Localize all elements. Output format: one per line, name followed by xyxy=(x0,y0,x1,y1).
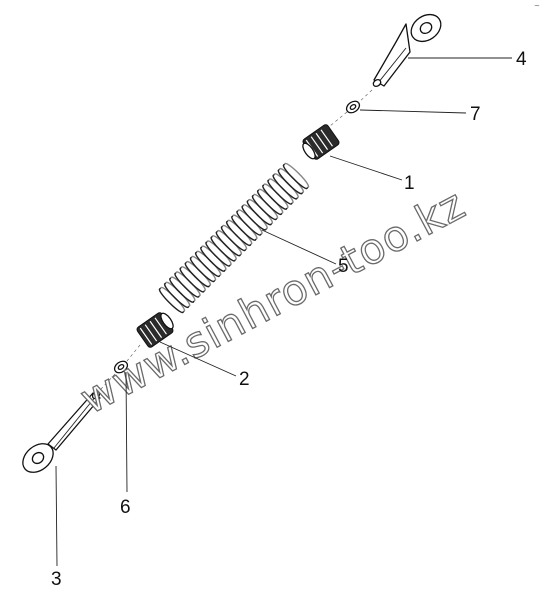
callout-5: 5 xyxy=(338,256,349,277)
corner-mark: ~ xyxy=(534,2,540,10)
spring-coil xyxy=(282,163,309,190)
callout-4: 4 xyxy=(516,49,527,70)
spring-coil-back xyxy=(283,162,310,189)
spring-coil xyxy=(158,287,185,314)
spring-coil-back xyxy=(273,173,299,199)
callout-2: 2 xyxy=(239,369,250,390)
upper-rod-end xyxy=(372,13,442,88)
callout-labels: 4 7 1 5 2 6 3 xyxy=(51,49,527,590)
spring-coil-back xyxy=(159,286,186,313)
spring-coil-back xyxy=(242,204,268,230)
spring-coil-back xyxy=(227,219,253,245)
spring xyxy=(158,162,310,314)
spring-coil-back xyxy=(247,198,274,225)
callout-1: 1 xyxy=(404,173,415,194)
spring-coil-back xyxy=(170,276,196,302)
spring-coil-back xyxy=(211,235,237,261)
upper-bushing xyxy=(302,124,340,160)
leader-lines xyxy=(55,57,512,567)
spring-coil-back xyxy=(196,250,222,276)
callout-6: 6 xyxy=(120,497,131,518)
spring-coil-back xyxy=(165,281,191,307)
spring-coil-back xyxy=(278,167,305,194)
spring-coil-back xyxy=(258,188,284,214)
callout-3: 3 xyxy=(51,569,62,590)
leader-5 xyxy=(261,229,337,265)
spring-coil-back xyxy=(206,240,232,266)
spring-coil-back xyxy=(237,209,263,235)
watermark: www.sinhron-too.kz xyxy=(72,179,474,424)
spring-coil-back xyxy=(180,266,206,292)
spring-coil-back xyxy=(185,260,212,287)
watermark-text: www.sinhron-too.kz xyxy=(72,179,473,423)
callout-7: 7 xyxy=(470,104,481,125)
upper-small-nut xyxy=(345,100,361,114)
spring-coil-back xyxy=(252,193,279,220)
leader-6 xyxy=(125,371,128,493)
spring-coil-back xyxy=(175,271,201,297)
spring-coil-back xyxy=(201,245,227,271)
spring-coil-back xyxy=(268,178,294,204)
spring-coil-back xyxy=(216,229,243,256)
leader-1 xyxy=(329,155,403,181)
lower-bushing xyxy=(136,312,174,348)
lower-rod-end xyxy=(22,390,101,473)
leader-2 xyxy=(159,341,237,377)
assembly-axis xyxy=(99,89,373,391)
spring-coil-back xyxy=(263,183,289,209)
lower-small-nut xyxy=(113,360,129,374)
spring-coil-back xyxy=(232,214,258,240)
spring-coil-back xyxy=(221,224,248,251)
spring-coil-back xyxy=(190,255,217,282)
leader-7 xyxy=(359,109,467,114)
leader-3 xyxy=(55,465,58,567)
